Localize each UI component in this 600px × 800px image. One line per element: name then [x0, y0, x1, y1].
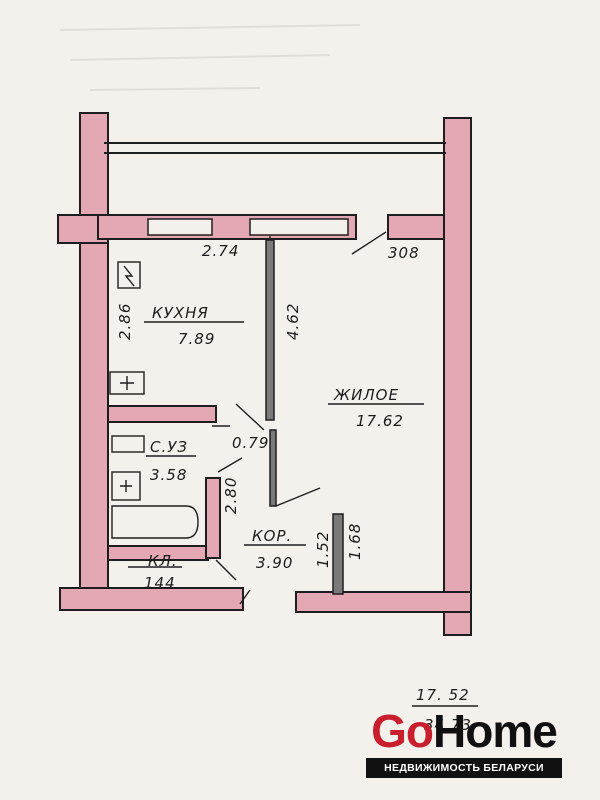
storage-area: 144 [144, 574, 176, 592]
kitchen-window [147, 218, 213, 236]
toilet-cross-icon [120, 480, 132, 492]
fixtures [109, 231, 478, 707]
gohome-logo: GoHome НЕДВИЖИМОСТЬ БЕЛАРУСИ [366, 706, 562, 788]
dim-kitchen-depth: 2.86 [116, 303, 134, 340]
dim-kitchen-width: 2.74 [202, 242, 239, 260]
bathroom-name: С.УЗ [150, 438, 188, 456]
dim-corridor-wall: 2.80 [222, 477, 240, 514]
corridor-area: 3.90 [256, 554, 293, 572]
dimension-labels: 2.74 308 2.86 4.62 0.79 2.80 1.52 1.68 [116, 242, 420, 568]
balcony-rail [104, 142, 446, 154]
storage-door-swing [215, 559, 237, 581]
entry-door-mark [239, 589, 251, 605]
bath-top-wall [107, 405, 217, 423]
dim-entry-wall: 1.68 [346, 523, 364, 560]
dim-balcony: 308 [388, 244, 420, 262]
kitchen-partition [265, 239, 275, 421]
logo-home: Home [433, 705, 558, 757]
room-labels: КУХНЯ 7.89 ЖИЛОЕ 17.62 С.УЗ 3.58 КОР. 3.… [144, 304, 404, 592]
balcony-leader [351, 231, 387, 255]
living-name: ЖИЛОЕ [333, 386, 399, 404]
walls [57, 112, 472, 636]
stove-icon [117, 261, 141, 289]
right-wall [443, 117, 472, 636]
background-sketch [59, 24, 361, 91]
total-area: 34.73 [424, 716, 472, 734]
bath-side-wall [205, 477, 221, 559]
sink-icon [109, 371, 145, 395]
living-door-swing [275, 487, 321, 507]
bath-door-swing [217, 457, 243, 473]
balcony-door [249, 218, 349, 236]
logo-subtitle: НЕДВИЖИМОСТЬ БЕЛАРУСИ [366, 758, 562, 778]
bathtub-icon [111, 505, 199, 539]
kitchen-name: КУХНЯ [152, 304, 209, 322]
toilet-icon [111, 471, 141, 501]
kitchen-door-swing [212, 403, 265, 431]
top-wall-right [387, 214, 445, 240]
bottom-wall-right [295, 591, 472, 613]
gas-symbol-icon [123, 265, 135, 287]
dim-corridor-side: 1.52 [314, 531, 332, 568]
logo-wordmark: GoHome [366, 706, 562, 756]
washbasin-icon [111, 435, 145, 453]
bathroom-area: 3.58 [150, 466, 187, 484]
storage-name: КЛ. [148, 552, 178, 570]
living-area: 17.62 [356, 412, 404, 430]
area-totals: 17. 52 34.73 [416, 686, 472, 734]
dim-door-gap: 0.79 [232, 434, 269, 452]
entry-partition [332, 513, 344, 595]
total-living-area: 17. 52 [416, 686, 470, 704]
corridor-name: КОР. [252, 527, 292, 545]
partitions [107, 239, 344, 595]
sink-tap-icon [120, 376, 134, 390]
left-wall [79, 112, 109, 611]
logo-go: Go [371, 705, 434, 757]
kitchen-area: 7.89 [178, 330, 215, 348]
corridor-partition [269, 429, 277, 507]
dim-partition: 4.62 [284, 303, 302, 340]
